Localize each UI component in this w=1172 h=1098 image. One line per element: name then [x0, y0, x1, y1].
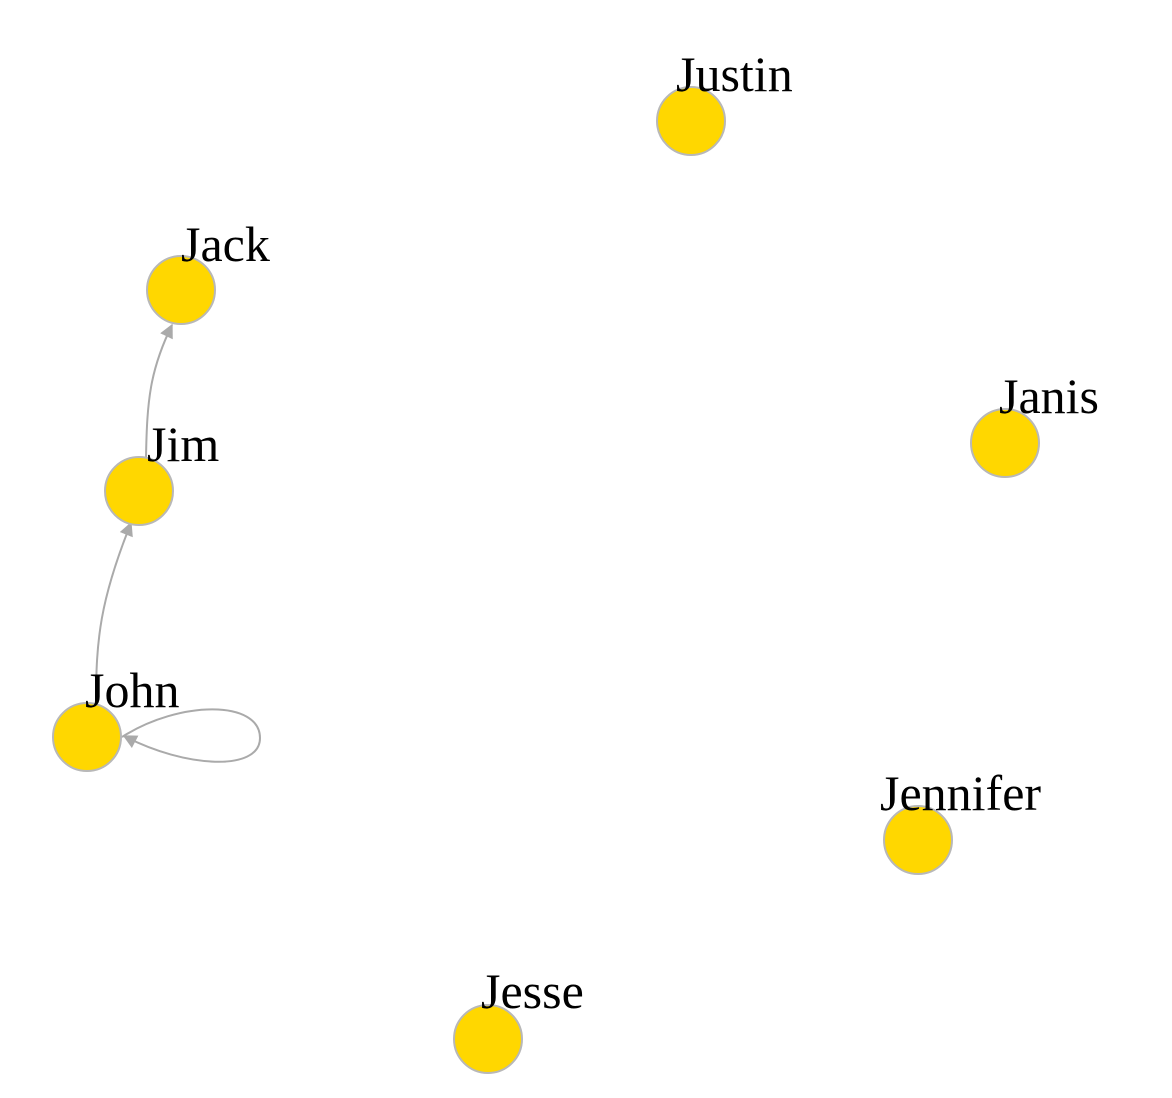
node-label-jim: Jim: [147, 416, 219, 472]
node-label-justin: Justin: [676, 46, 793, 102]
nodes-layer: [52, 86, 1040, 1074]
node-jennifer: [883, 805, 953, 875]
node-label-janis: Janis: [999, 368, 1099, 424]
node-justin: [656, 86, 726, 156]
edges-layer: [95, 323, 262, 763]
node-label-jesse: Jesse: [481, 963, 584, 1019]
node-jim: [104, 456, 174, 526]
edge-john-to-john: [121, 708, 262, 763]
node-janis: [970, 408, 1040, 478]
node-jesse: [453, 1004, 523, 1074]
node-label-john: John: [85, 662, 179, 718]
node-label-jack: Jack: [181, 216, 270, 272]
edge-john-to-jim: [95, 521, 133, 704]
edge-jim-to-jack: [145, 323, 173, 459]
node-label-jennifer: Jennifer: [880, 765, 1041, 821]
node-jack: [146, 255, 216, 325]
node-john: [52, 702, 122, 772]
